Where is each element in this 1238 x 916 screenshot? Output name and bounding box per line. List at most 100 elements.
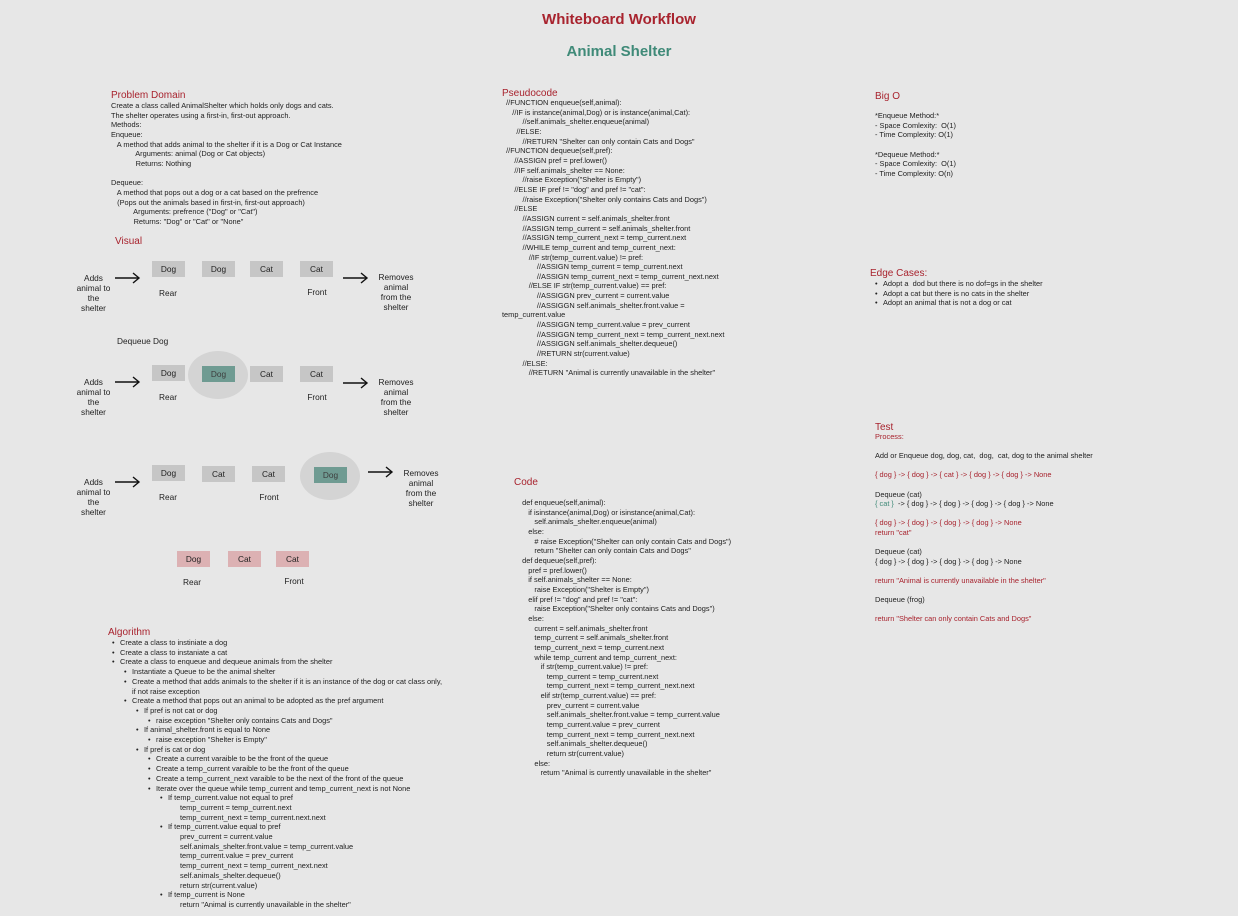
test-queue-2: { cat } -> { dog } -> { dog } -> { dog }… (875, 499, 1054, 509)
edge-cases-heading: Edge Cases: (870, 268, 928, 279)
pseudocode-line: //IF is instance(animal,Dog) or is insta… (502, 107, 691, 117)
page-subtitle: Animal Shelter (566, 43, 672, 60)
edge-case-item: Adopt an animal that is not a dog or cat (875, 298, 1043, 308)
algorithm-step: If animal_shelter.front is equal to None (136, 725, 442, 735)
code-line: temp_current_next = temp_current_next.ne… (518, 681, 695, 691)
queue-node: Cat (228, 551, 261, 567)
code-line: if str(temp_current.value) != pref: (518, 662, 648, 672)
code-line: prev_current = current.value (518, 700, 640, 710)
code-line: if isinstance(animal,Dog) or isinstance(… (518, 507, 696, 517)
rear-label: Rear (159, 288, 177, 298)
code-line: pref = pref.lower() (518, 565, 587, 575)
pseudocode-line: //ASSIGN temp_current = self.animals_she… (502, 223, 691, 233)
test-return-unavailable: return "Animal is currently unavailable … (875, 576, 1046, 585)
pseudocode-line: //ASSIGGN temp_current_next = temp_curre… (502, 329, 725, 339)
pseudocode-text: //FUNCTION enqueue(self,animal): //IF is… (502, 98, 724, 378)
code-line: while temp_current and temp_current_next… (518, 652, 677, 662)
pseudocode-line: //IF str(temp_current.value) != pref: (502, 252, 644, 262)
test-dequeue-cat: Dequeue (cat) (875, 490, 922, 499)
test-queue-2-rest: -> { dog } -> { dog } -> { dog } -> { do… (895, 499, 1054, 508)
removes-animal-label: Removes animal from the shelter (378, 377, 414, 417)
algorithm-list: Create a class to instiniate a dogCreate… (112, 638, 442, 910)
queue-node: Cat (252, 466, 285, 482)
big-o-line: - Space Comlexity: O(1) (875, 159, 956, 169)
pseudocode-line: //ASSIGN current = self.animals_shelter.… (502, 213, 670, 223)
front-label: Front (259, 492, 279, 502)
pseudocode-line: //ASSIGGN self.animals_shelter.dequeue() (502, 339, 678, 349)
queue-node-selected: Dog (202, 366, 235, 382)
arrow-right-icon (368, 466, 394, 478)
pseudocode-line: //RETURN "Animal is currently unavailabl… (502, 368, 716, 378)
code-line: return "Animal is currently unavailable … (518, 768, 712, 778)
test-return-only: return "Shelter can only contain Cats an… (875, 614, 1032, 623)
problem-domain-line: (Pops out the animals based in first-in,… (111, 197, 305, 207)
rear-label: Rear (183, 577, 201, 587)
code-line: self.animals_shelter.dequeue() (518, 739, 648, 749)
pseudocode-line: //FUNCTION dequeue(self,pref): (502, 146, 613, 156)
code-line: def dequeue(self,pref): (518, 555, 597, 565)
algorithm-step: If temp_current.value not equal to pref (160, 793, 442, 803)
queue-node: Dog (177, 551, 210, 567)
code-line: if self.animals_shelter == None: (518, 575, 632, 585)
pseudocode-line: //FUNCTION enqueue(self,animal): (502, 98, 622, 107)
code-line: self.animals_shelter.enqueue(animal) (518, 517, 657, 527)
problem-domain-line: Returns: Nothing (111, 158, 192, 168)
arrow-right-icon (115, 376, 141, 388)
algorithm-step: If pref is not cat or dog (136, 706, 442, 716)
adds-animal-label: Adds animal to the shelter (76, 377, 111, 417)
code-line: raise Exception("Shelter is Empty") (518, 584, 649, 594)
pseudocode-line: //ASSIGN temp_current_next = temp_curren… (502, 271, 719, 281)
big-o-line: - Time Complexity: O(1) (875, 130, 954, 140)
rear-label: Rear (159, 492, 177, 502)
big-o-line: - Time Complexity: O(n) (875, 168, 954, 178)
test-queue-4: { dog } -> { dog } -> { dog } -> { dog }… (875, 557, 1022, 566)
problem-domain-line (111, 169, 342, 179)
pseudocode-line: //IF self.animals_shelter == None: (502, 165, 625, 175)
adds-animal-label: Adds animal to the shelter (76, 273, 111, 313)
algorithm-step: Create a method that pops out an animal … (124, 696, 442, 706)
algorithm-step: temp_current.value = prev_current (180, 851, 294, 861)
problem-domain-line: Arguments: prefrence ("Dog" or "Cat") (111, 207, 258, 217)
removes-animal-label: Removes animal from the shelter (403, 468, 439, 508)
arrow-right-icon (343, 377, 369, 389)
edge-case-item: Adopt a dod but there is no dof=gs in th… (875, 279, 1043, 289)
code-line: temp_current = temp_current.next (518, 671, 659, 681)
queue-node: Dog (152, 365, 185, 381)
problem-domain-line: Arguments: animal (Dog or Cat objects) (111, 149, 266, 159)
code-line: # raise Exception("Shelter can only cont… (518, 536, 732, 546)
code-heading: Code (514, 477, 538, 488)
algorithm-step: prev_current = current.value (180, 832, 273, 842)
test-queue-1: { dog } -> { dog } -> { cat } -> { dog }… (875, 470, 1052, 479)
algorithm-step: If pref is cat or dog (136, 745, 442, 755)
test-process-label: Process: (875, 432, 904, 441)
test-return-cat: return "cat" (875, 528, 912, 537)
queue-node: Dog (152, 465, 185, 481)
big-o-text: *Enqueue Method:*- Space Comlexity: O(1)… (875, 111, 956, 179)
arrow-right-icon (115, 272, 141, 284)
adds-animal-label: Adds animal to the shelter (76, 477, 111, 517)
algorithm-step: If temp_current is None (160, 890, 442, 900)
arrow-right-icon (115, 476, 141, 488)
big-o-line: - Space Comlexity: O(1) (875, 120, 956, 130)
algorithm-step: Create a class to instiniate a dog (112, 638, 442, 648)
problem-domain-heading: Problem Domain (111, 90, 186, 101)
code-line: temp_current = self.animals_shelter.fron… (518, 633, 669, 643)
queue-node: Dog (152, 261, 185, 277)
problem-domain-line: A method that adds animal to the shelter… (111, 139, 342, 149)
algorithm-step: return "Animal is currently unavailable … (180, 899, 351, 909)
code-text: def enqueue(self,animal): if isinstance(… (518, 498, 731, 778)
problem-domain-line: Methods: (111, 120, 142, 130)
test-queue-2-cat: { cat } (875, 499, 896, 508)
pseudocode-line: //raise Exception("Shelter only contains… (502, 194, 707, 204)
queue-node: Dog (202, 261, 235, 277)
test-dequeue-frog: Dequeue (frog) (875, 595, 925, 604)
problem-domain-line: Returns: "Dog" or "Cat" or "None" (111, 216, 244, 226)
algorithm-step: raise exception "Shelter is Empty" (148, 735, 442, 745)
code-line: return str(current.value) (518, 749, 624, 759)
pseudocode-line: //ASSIGN temp_current_next = temp_curren… (502, 233, 687, 243)
queue-node: Cat (202, 466, 235, 482)
dequeue-dog-label: Dequeue Dog (117, 336, 169, 346)
algorithm-step: if not raise exception (132, 686, 200, 696)
pseudocode-line: //WHILE temp_current and temp_current_ne… (502, 242, 676, 252)
code-line: return "Shelter can only contain Cats an… (518, 546, 691, 556)
